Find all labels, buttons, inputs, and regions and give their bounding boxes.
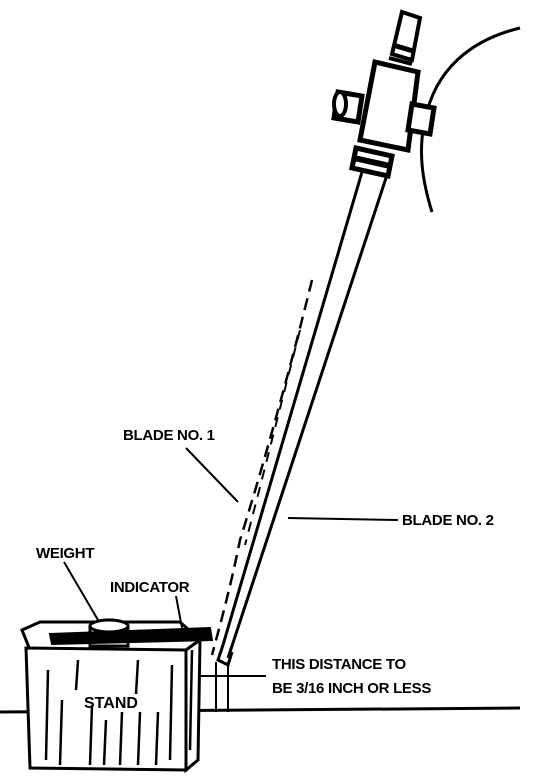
blade1-leader xyxy=(185,447,239,503)
label-weight: WEIGHT xyxy=(36,545,94,562)
hub-body xyxy=(357,58,421,153)
label-stand: STAND xyxy=(84,695,138,712)
label-blade-no-2: BLADE NO. 2 xyxy=(402,512,494,529)
stand-box xyxy=(20,620,203,774)
blade-no-1 xyxy=(210,279,314,656)
hub-stub-right xyxy=(405,101,437,137)
label-blade-no-1: BLADE NO. 1 xyxy=(123,427,215,444)
weight-leader xyxy=(63,561,99,621)
blade-no-1-inner xyxy=(244,329,301,546)
indicator-flag xyxy=(48,626,214,646)
rotor-hub xyxy=(331,9,437,179)
fuselage-curve xyxy=(420,26,521,213)
label-distance-line-1: THIS DISTANCE TO xyxy=(272,656,406,673)
blade-no-2 xyxy=(216,171,388,668)
mast-cap xyxy=(389,9,423,63)
label-indicator: INDICATOR xyxy=(110,579,190,596)
blade2-leader xyxy=(287,517,399,521)
label-distance-line-2: BE 3/16 INCH OR LESS xyxy=(272,680,431,697)
indicator-leader xyxy=(175,595,183,629)
